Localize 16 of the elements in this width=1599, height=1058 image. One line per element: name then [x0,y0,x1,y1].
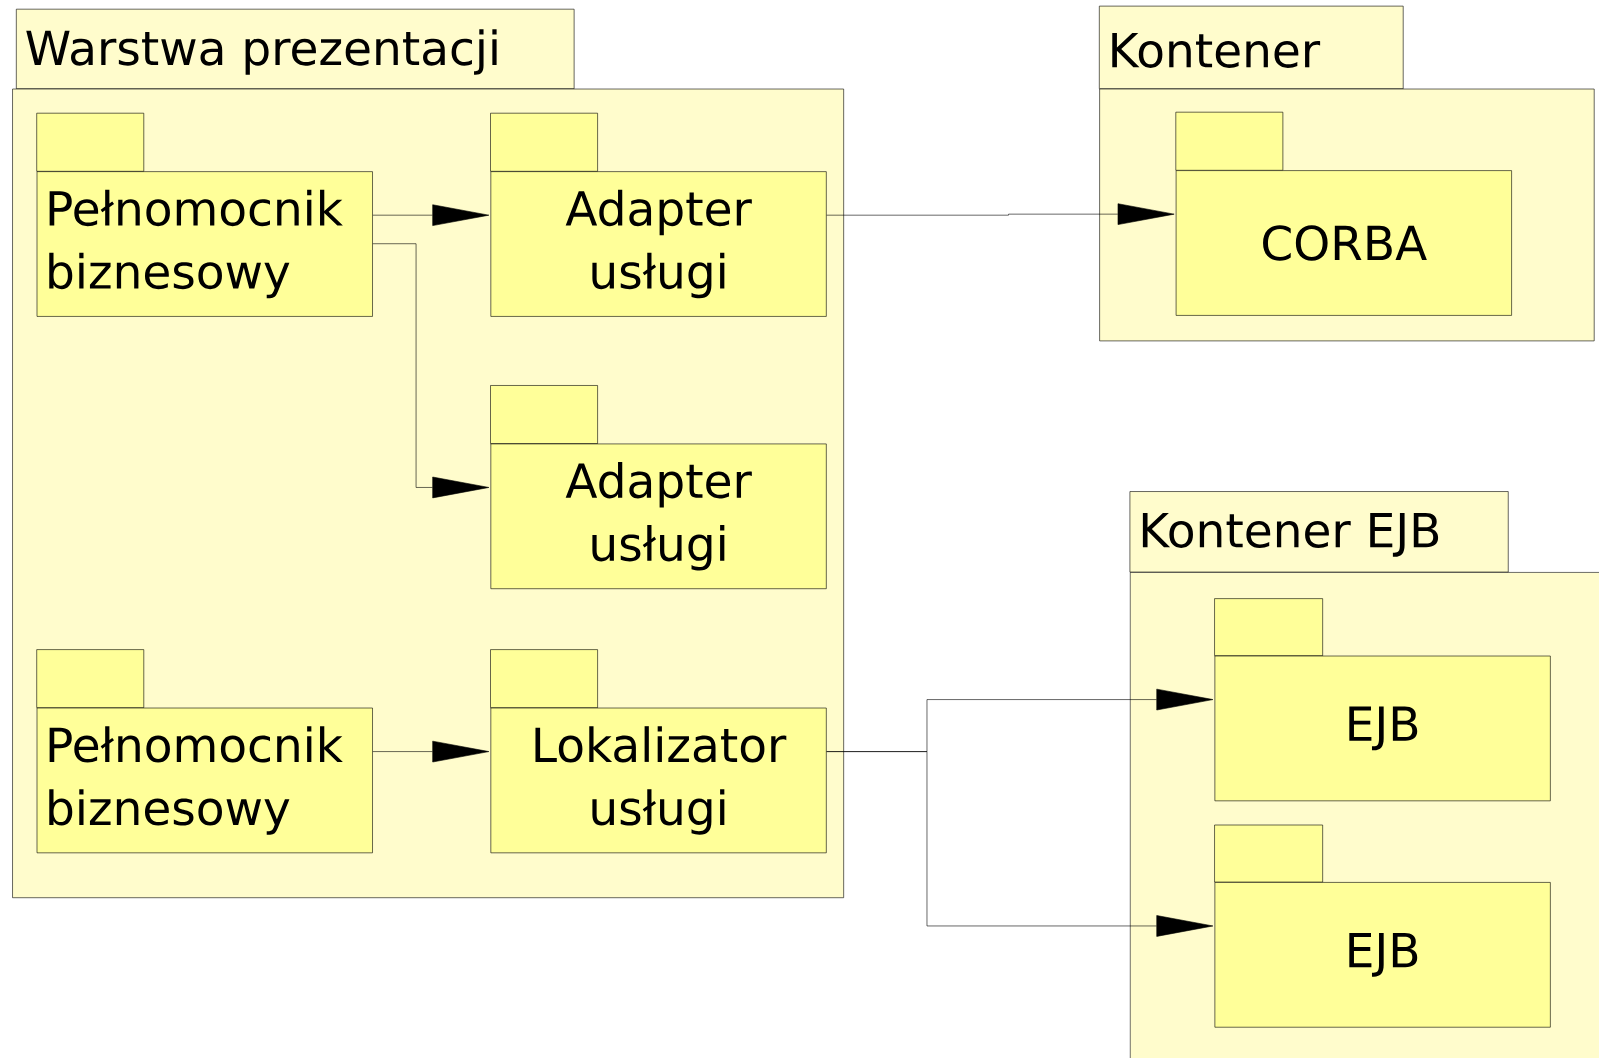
package-box: Pełnomocnik biznesowy [36,649,373,854]
arrow [372,740,490,763]
package-box: EJB [1214,824,1551,1028]
node-label: Kontener EJB [1142,513,1439,557]
package-box: EJB [1214,598,1551,802]
arrow [372,243,490,499]
arrow [372,204,490,226]
package-box: Lokalizator usługi [490,649,827,854]
package-box: Pełnomocnik biznesowy [36,112,373,317]
node-label: Warstwa prezentacji [26,29,497,75]
arrow [826,751,1214,937]
node-label: Kontener [1112,33,1321,68]
arrow [826,203,1175,225]
package-box: Adapter usługi [490,385,827,589]
package-box: CORBA [1175,111,1512,316]
package-box: Adapter usługi [490,112,827,317]
